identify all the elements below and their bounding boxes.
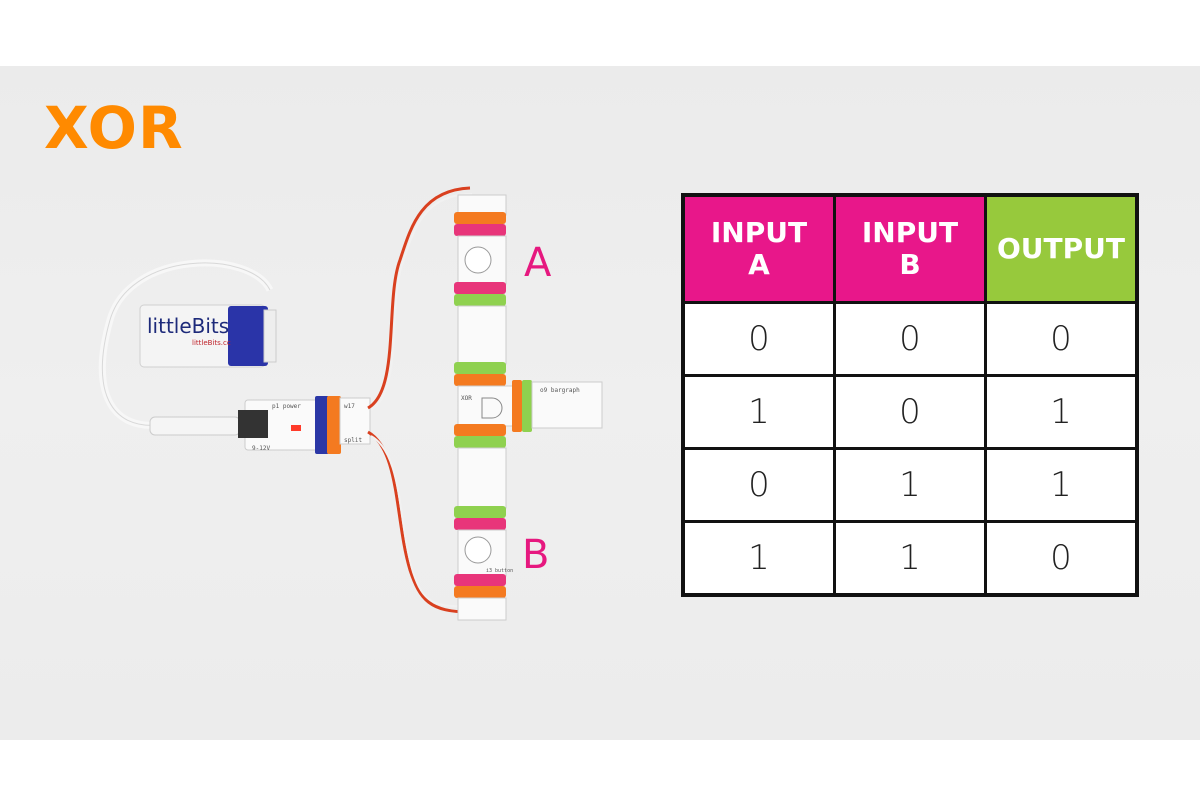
table-row: 1 0 1 <box>681 374 1139 450</box>
header-output: OUTPUT <box>984 193 1139 304</box>
input-a-label: A <box>524 240 552 286</box>
cell-input-b: 0 <box>833 374 987 450</box>
svg-text:XOR: XOR <box>461 395 472 402</box>
cell-input-a: 0 <box>681 301 836 377</box>
table-row: 1 1 0 <box>681 520 1139 597</box>
input-b-label: B <box>522 532 550 578</box>
cell-output: 1 <box>984 447 1139 523</box>
svg-text:p1 power: p1 power <box>272 403 301 410</box>
cell-input-b: 1 <box>833 520 987 597</box>
cell-output: 0 <box>984 301 1139 377</box>
cell-input-a: 1 <box>681 374 836 450</box>
cell-input-a: 1 <box>681 520 836 597</box>
cell-output: 1 <box>984 374 1139 450</box>
gate-title: XOR <box>44 94 184 162</box>
svg-text:split: split <box>344 437 362 444</box>
wire-b <box>367 430 471 614</box>
table-row: 0 1 1 <box>681 447 1139 523</box>
svg-text:9-12V: 9-12V <box>252 445 270 452</box>
battery-url: littleBits.cc <box>192 339 231 347</box>
cell-input-b: 0 <box>833 301 987 377</box>
svg-text:i3 button: i3 button <box>486 568 513 574</box>
cell-input-b: 1 <box>833 447 987 523</box>
battery: littleBits littleBits.cc <box>139 304 277 368</box>
svg-text:w17: w17 <box>344 403 355 410</box>
table-row: 0 0 0 <box>681 301 1139 377</box>
power-module: p1 power 9-12V w17 split <box>238 396 371 454</box>
svg-text:o9 bargraph: o9 bargraph <box>540 387 580 394</box>
wire-a <box>367 186 471 410</box>
module-chain: XOR o9 bargraph i3 button <box>454 194 603 621</box>
battery-brand: littleBits <box>147 314 229 338</box>
cell-output: 0 <box>984 520 1139 597</box>
cell-input-a: 0 <box>681 447 836 523</box>
